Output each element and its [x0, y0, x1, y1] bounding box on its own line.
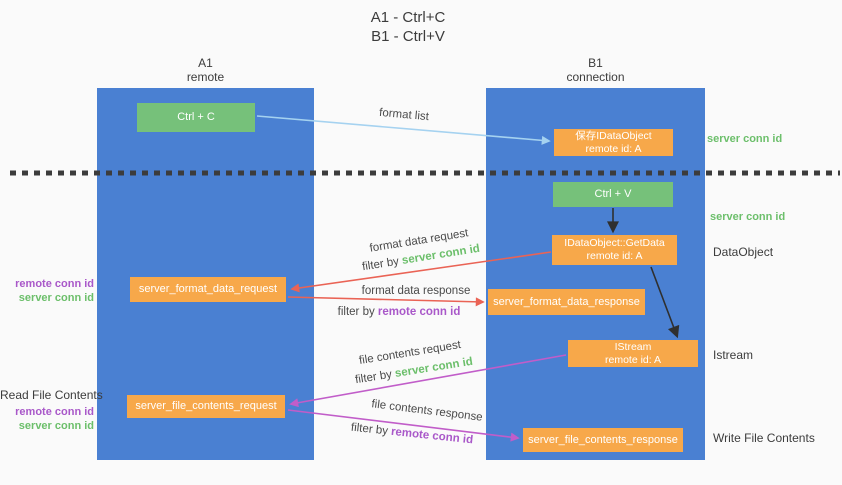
node-save-dataobject-line2: remote id: A [585, 142, 642, 155]
edge-label-file-contents-response: file contents response [370, 398, 484, 424]
node-ctrl-c: Ctrl + C [137, 103, 255, 132]
left-conn-id-stack-1: remote conn id server conn id [0, 277, 94, 305]
filter-by-text: filter by [361, 255, 403, 274]
remote-conn-id-text: remote conn id [390, 425, 474, 447]
lane-b1-name: B1 [588, 56, 603, 70]
filter-by-text: filter by [354, 368, 396, 387]
edge-label-format-data-response: format data response [361, 285, 471, 297]
node-save-dataobject: 保存IDataObject remote id: A [554, 129, 673, 156]
left-server-conn-id-1: server conn id [18, 292, 94, 304]
lane-b1-role: connection [566, 70, 625, 84]
right-write-file-contents-label: Write File Contents [713, 431, 815, 445]
node-istream-line1: IStream [614, 340, 652, 353]
edge-label-format-list: format list [378, 106, 430, 124]
right-istream-label: Istream [713, 348, 754, 362]
node-ctrl-v-label: Ctrl + V [594, 188, 632, 200]
node-format-response-label: server_format_data_response [493, 295, 640, 308]
node-format-request-label: server_format_data_request [138, 283, 278, 295]
lane-header-a1: A1 remote [97, 56, 314, 84]
left-remote-conn-id-2: remote conn id [15, 406, 94, 418]
node-istream-line2: remote id: A [604, 353, 662, 366]
right-dataobject-label: DataObject [713, 245, 774, 259]
lane-a1-name: A1 [198, 56, 213, 70]
left-read-file-contents-label: Read File Contents [0, 388, 103, 402]
node-getdata-line1: IDataObject::GetData [564, 237, 665, 249]
title-line-1: A1 - Ctrl+C [370, 9, 446, 26]
node-istream: IStream remote id: A [568, 340, 698, 367]
right-server-conn-id-mid: server conn id [710, 211, 786, 223]
node-server-file-contents-response: server_file_contents_response [523, 428, 683, 452]
node-getdata-line2: remote id: A [586, 250, 643, 262]
left-server-conn-id-2: server conn id [18, 420, 94, 432]
left-conn-id-stack-2: remote conn id server conn id [0, 405, 94, 433]
diagram-title: A1 - Ctrl+C B1 - Ctrl+V [308, 8, 508, 46]
node-server-file-contents-request: server_file_contents_request [127, 395, 285, 418]
node-idataobject-getdata: IDataObject::GetData remote id: A [552, 235, 677, 265]
lane-header-b1: B1 connection [486, 56, 705, 84]
filter-by-text: filter by [350, 421, 392, 438]
edge-label-format-data-response-filter: filter by remote conn id [338, 306, 461, 318]
arrow-format-data-response [287, 296, 485, 307]
right-server-conn-id-top: server conn id [707, 133, 783, 145]
filter-by-text: filter by [337, 306, 378, 318]
node-file-response-label: server_file_contents_response [528, 433, 678, 446]
node-ctrl-c-label: Ctrl + C [177, 111, 215, 123]
edge-label-file-contents-response-filter: filter by remote conn id [350, 422, 473, 447]
title-line-2: B1 - Ctrl+V [371, 28, 445, 45]
left-remote-conn-id-1: remote conn id [15, 278, 94, 290]
node-server-format-data-request: server_format_data_request [130, 277, 286, 302]
node-server-format-data-response: server_format_data_response [488, 289, 645, 315]
node-file-request-label: server_file_contents_request [135, 400, 277, 412]
remote-conn-id-text: remote conn id [377, 306, 461, 318]
node-save-dataobject-line1: 保存IDataObject [575, 129, 652, 142]
lane-a1-role: remote [186, 70, 225, 84]
node-ctrl-v: Ctrl + V [553, 182, 673, 207]
